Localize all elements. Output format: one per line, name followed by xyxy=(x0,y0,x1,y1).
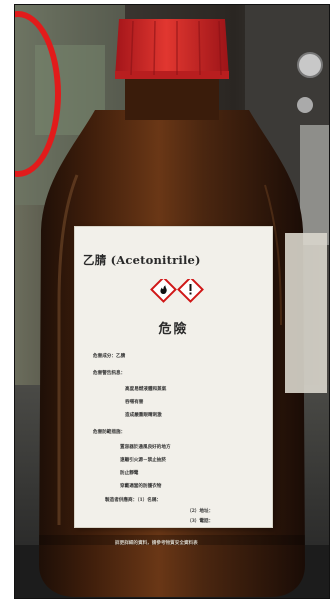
label-line: 防止靜電 xyxy=(120,471,139,476)
label-line: 製造者供應商：（1）名稱： xyxy=(105,498,162,503)
side-label xyxy=(285,233,327,393)
label-line: 吞嚥有害 xyxy=(125,400,144,405)
label-line: 危害防範措施： xyxy=(93,430,126,435)
label-line: 置容器於通風良好的地方 xyxy=(120,445,171,450)
flame-pictogram-icon xyxy=(150,279,177,303)
label-line: （2）地址： xyxy=(187,509,214,514)
signal-word: 危險 xyxy=(158,322,189,337)
photo-frame: 乙腈 (Acetonitrile) 危險 危害成分：乙腈 危害警告訊息： 高度易… xyxy=(14,4,330,599)
exclamation-mark-pictogram-icon xyxy=(177,279,204,303)
label-line: 穿戴適當的防護衣物 xyxy=(120,484,162,489)
label-line: 危害成分：乙腈 xyxy=(93,354,126,359)
label-footer-line: 詳更詳細的資料，請參考物質安全資料表 xyxy=(115,541,198,546)
hazard-label: 乙腈 (Acetonitrile) 危險 危害成分：乙腈 危害警告訊息： 高度易… xyxy=(75,227,272,527)
label-line: （3）電話： xyxy=(187,519,214,524)
label-line: 高度易燃液體和蒸氣 xyxy=(125,387,167,392)
label-line: 造成嚴重眼睛刺激 xyxy=(125,413,162,418)
label-title: 乙腈 (Acetonitrile) xyxy=(83,253,201,267)
label-line: 遠離引火源－禁止抽菸 xyxy=(120,458,166,463)
ghs-pictograms xyxy=(150,279,210,305)
label-line: 危害警告訊息： xyxy=(93,371,126,376)
